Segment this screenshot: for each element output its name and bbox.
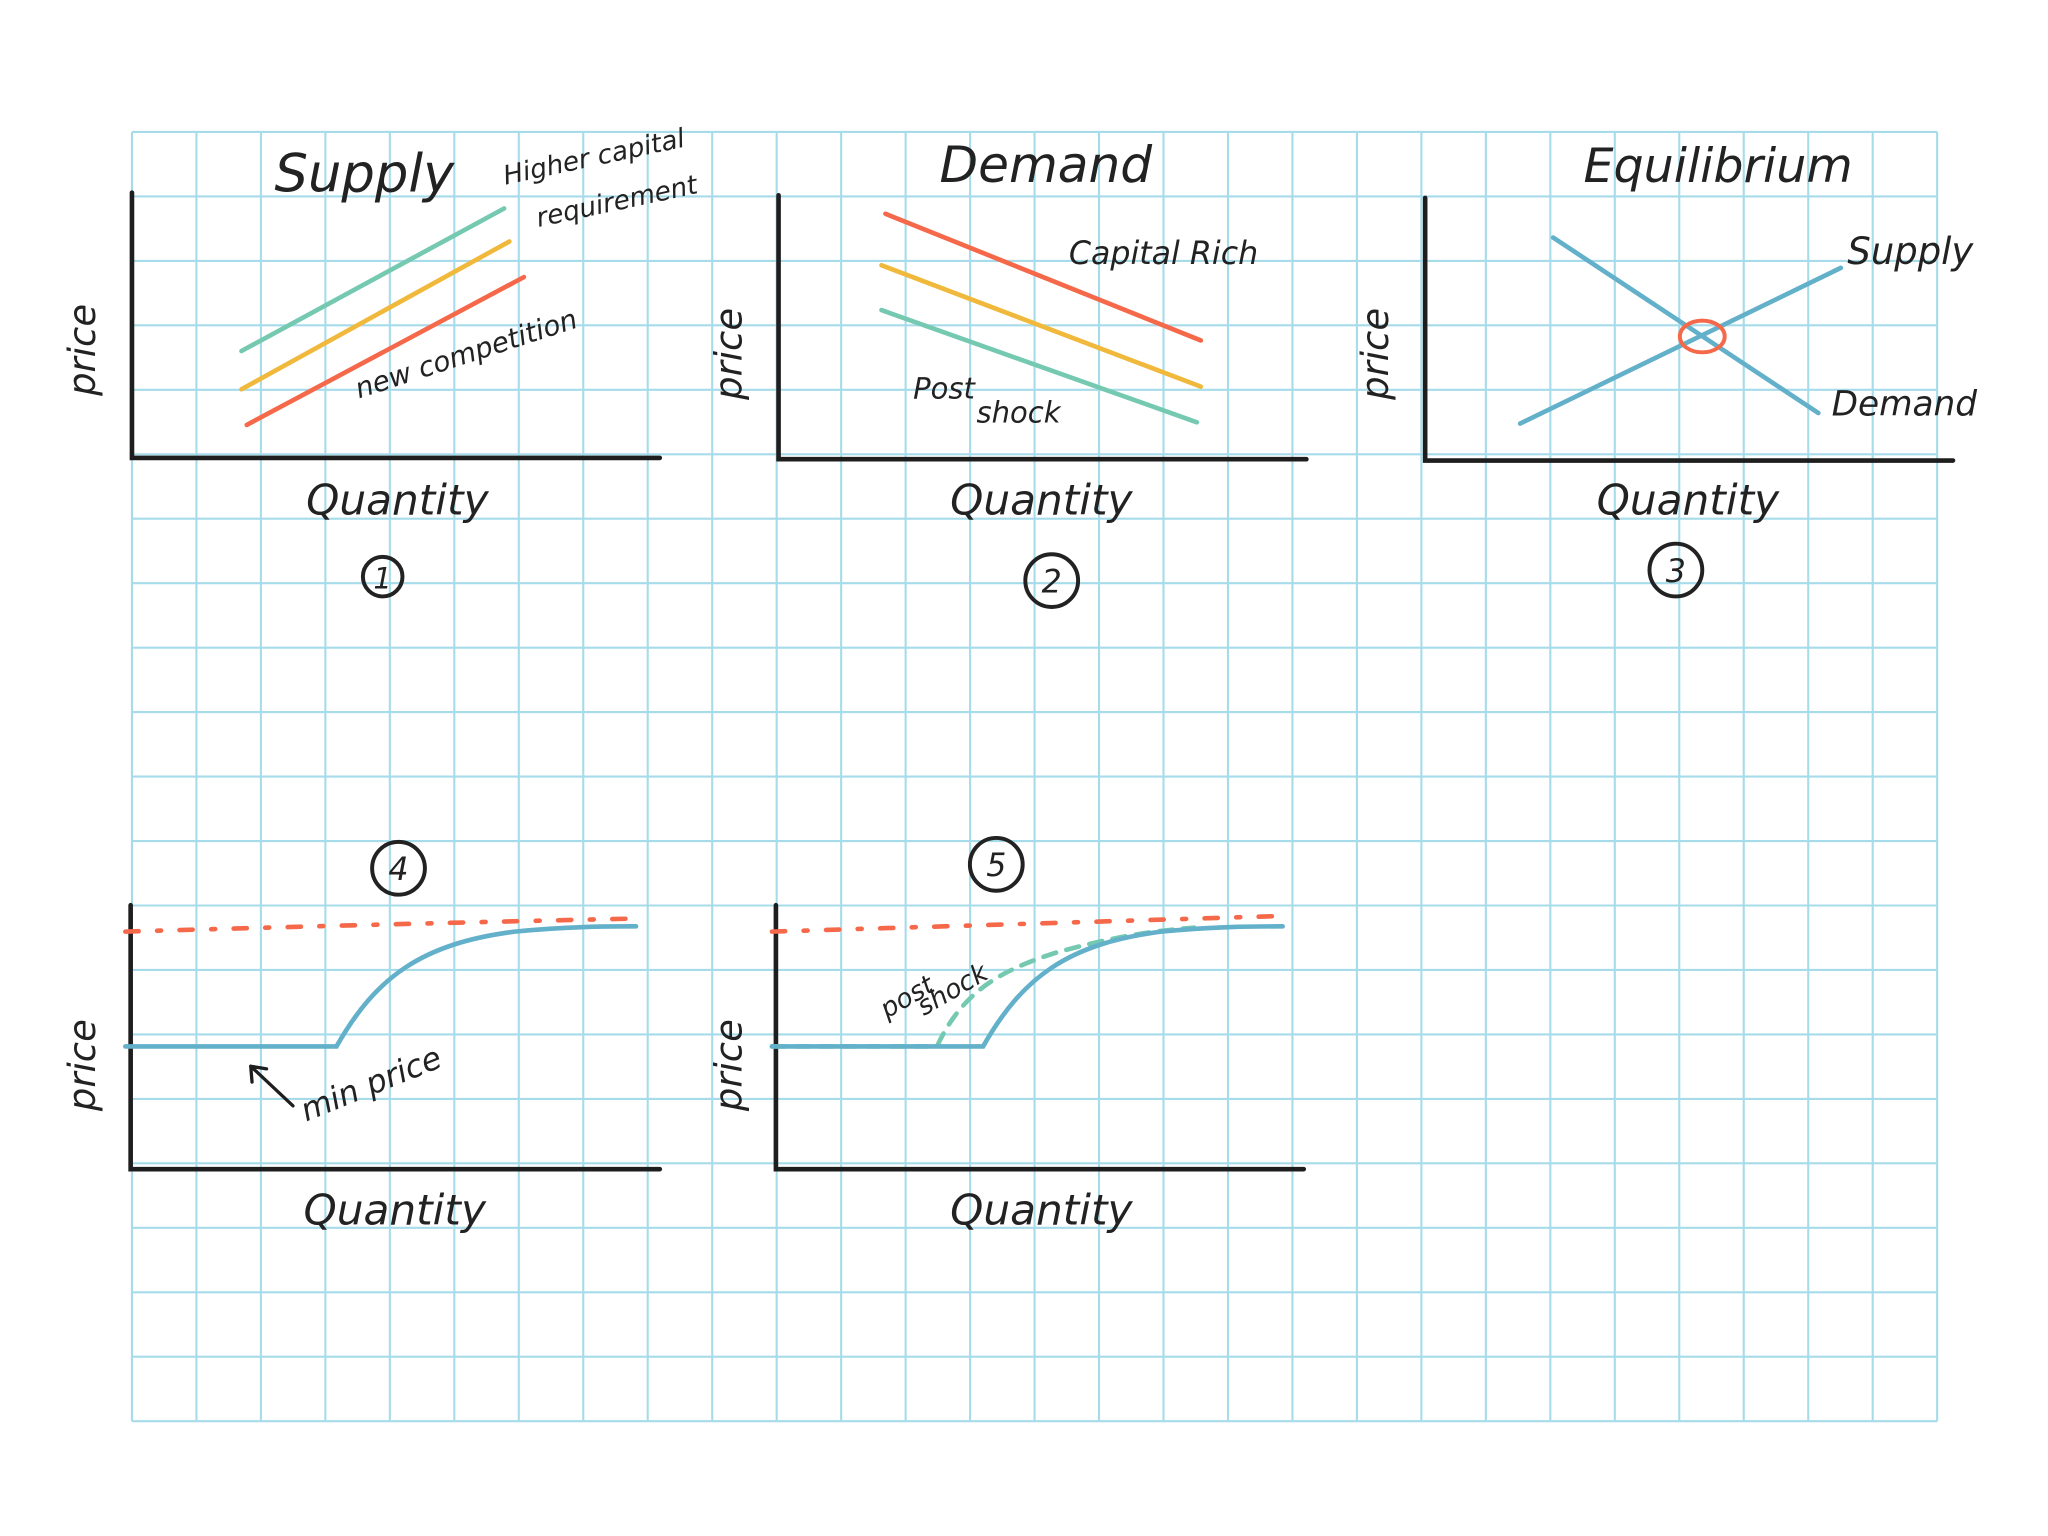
axes <box>773 902 1307 1172</box>
x-axis-label: Quantity <box>304 1186 487 1235</box>
supply-line-new-competition <box>244 274 527 428</box>
x-axis-label: Quantity <box>950 476 1133 525</box>
panel-min-price: min price price Quantity 4 <box>61 839 663 1235</box>
supply-line-high-capital <box>239 206 507 354</box>
panel-post-shock: post shock price Quantity 5 <box>708 835 1307 1235</box>
annotation: Post <box>913 372 976 406</box>
demand-line-capital-rich <box>883 211 1204 343</box>
annotation: shock <box>976 395 1061 429</box>
panel-title: Demand <box>940 135 1154 194</box>
y-axis-label: price <box>708 308 751 401</box>
panel-number-text: 3 <box>1666 554 1686 590</box>
supply-curve <box>769 924 1285 1049</box>
panel-number-text: 4 <box>388 852 408 888</box>
panel-number-text: 1 <box>373 562 391 596</box>
x-axis-label: Quantity <box>306 476 489 525</box>
supply-line <box>1517 265 1844 426</box>
panel-number-text: 5 <box>986 848 1006 884</box>
panel-title: Equilibrium <box>1584 139 1853 194</box>
panel-equilibrium: Equilibrium Supply Demand price Quantity… <box>1354 139 1978 599</box>
panel-number: 4 <box>370 839 427 897</box>
x-axis-label: Quantity <box>1597 476 1780 525</box>
supply-line-baseline <box>239 239 512 392</box>
arrow-icon <box>249 1064 295 1108</box>
axes <box>1422 195 1956 463</box>
y-axis-label: price <box>1354 308 1397 401</box>
panel-demand: Demand Capital Rich Post shock price Qua… <box>708 135 1309 609</box>
demand-line-post-shock <box>879 307 1200 425</box>
axes <box>776 192 1309 462</box>
x-axis-label: Quantity <box>950 1186 1133 1235</box>
panel-number: 2 <box>1023 552 1081 609</box>
supply-curve <box>123 924 639 1049</box>
y-axis-label: price <box>61 304 104 397</box>
axes <box>128 902 663 1172</box>
annotation: min price <box>296 1040 447 1129</box>
panel-number: 5 <box>967 835 1025 893</box>
annotation: Demand <box>1832 385 1978 425</box>
panel-title: Supply <box>274 143 455 204</box>
y-axis-label: price <box>61 1019 104 1112</box>
panel-number: 1 <box>360 554 405 599</box>
equilibrium-marker <box>1677 318 1727 355</box>
y-axis <box>129 190 663 461</box>
price-ceiling-dashed-line <box>123 916 643 934</box>
annotation: shock <box>912 957 995 1022</box>
annotation: Capital Rich <box>1069 236 1258 272</box>
y-axis-label: price <box>708 1019 751 1112</box>
demand-line-baseline <box>879 262 1204 389</box>
annotation: Supply <box>1847 230 1974 273</box>
panel-supply: Supply Higher capital requirement new co… <box>61 124 702 599</box>
price-ceiling-dashed-line <box>769 913 1289 934</box>
graph-paper-grid <box>130 130 1939 1423</box>
panel-number: 3 <box>1647 541 1705 599</box>
panel-number-text: 2 <box>1042 564 1062 600</box>
